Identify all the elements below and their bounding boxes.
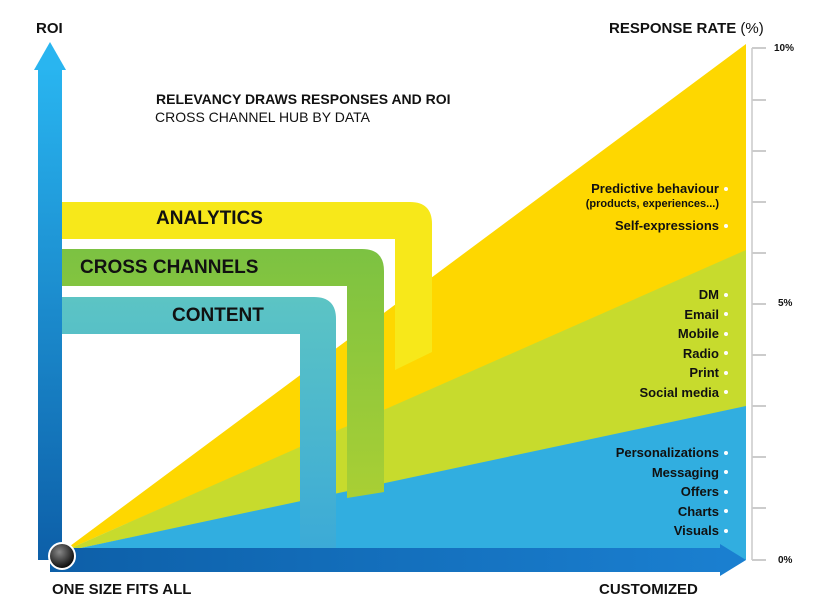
list-item-detail: (products, experiences...): [585, 198, 719, 210]
list-item: Offers: [616, 482, 728, 502]
list-item: DM: [640, 285, 728, 305]
list-item: Radio: [640, 344, 728, 364]
diagram-title: RELEVANCY DRAWS RESPONSES AND ROI: [156, 91, 451, 107]
list-item: Messaging: [616, 463, 728, 483]
roi-axis-arrowhead: [34, 42, 66, 70]
list-item: Personalizations: [616, 443, 728, 463]
list-item: Self-expressions: [586, 216, 728, 236]
cross-channels-band: [62, 249, 384, 498]
tick-label-10: 10%: [774, 43, 795, 54]
cross-channels-area: [62, 250, 746, 552]
list-item: Charts: [616, 502, 728, 522]
x-axis-start-label: ONE SIZE FITS ALL: [52, 581, 192, 598]
list-item: Print: [640, 363, 728, 383]
response-rate-ticks: [752, 47, 766, 561]
cross-channels-label: CROSS CHANNELS: [80, 257, 259, 278]
analytics-band: [62, 202, 432, 370]
list-item: Social media: [640, 383, 728, 403]
response-rate-title: RESPONSE RATE (%): [609, 20, 764, 37]
content-area: [62, 406, 746, 560]
customization-axis: [50, 548, 726, 572]
roi-axis-title: ROI: [36, 20, 63, 37]
analytics-label: ANALYTICS: [156, 208, 263, 229]
list-item: Mobile: [640, 324, 728, 344]
content-band: [62, 297, 336, 560]
analytics-item-list: Predictive behaviour (products, experien…: [586, 180, 728, 236]
tick-label-0: 0%: [778, 555, 793, 566]
roi-axis: [38, 66, 62, 560]
content-item-list: Personalizations Messaging Offers Charts…: [616, 443, 728, 541]
channel-item-list: DM Email Mobile Radio Print Social media: [640, 285, 728, 402]
diagram-subtitle: CROSS CHANNEL HUB BY DATA: [155, 109, 370, 125]
list-item: Visuals: [616, 521, 728, 541]
list-item: Predictive behaviour: [586, 180, 728, 197]
origin-knob: [48, 542, 76, 570]
tick-label-5: 5%: [778, 298, 793, 309]
list-item: Email: [640, 305, 728, 325]
customization-axis-arrowhead: [720, 544, 746, 576]
x-axis-end-label: CUSTOMIZED: [599, 581, 698, 598]
content-label: CONTENT: [172, 305, 264, 326]
